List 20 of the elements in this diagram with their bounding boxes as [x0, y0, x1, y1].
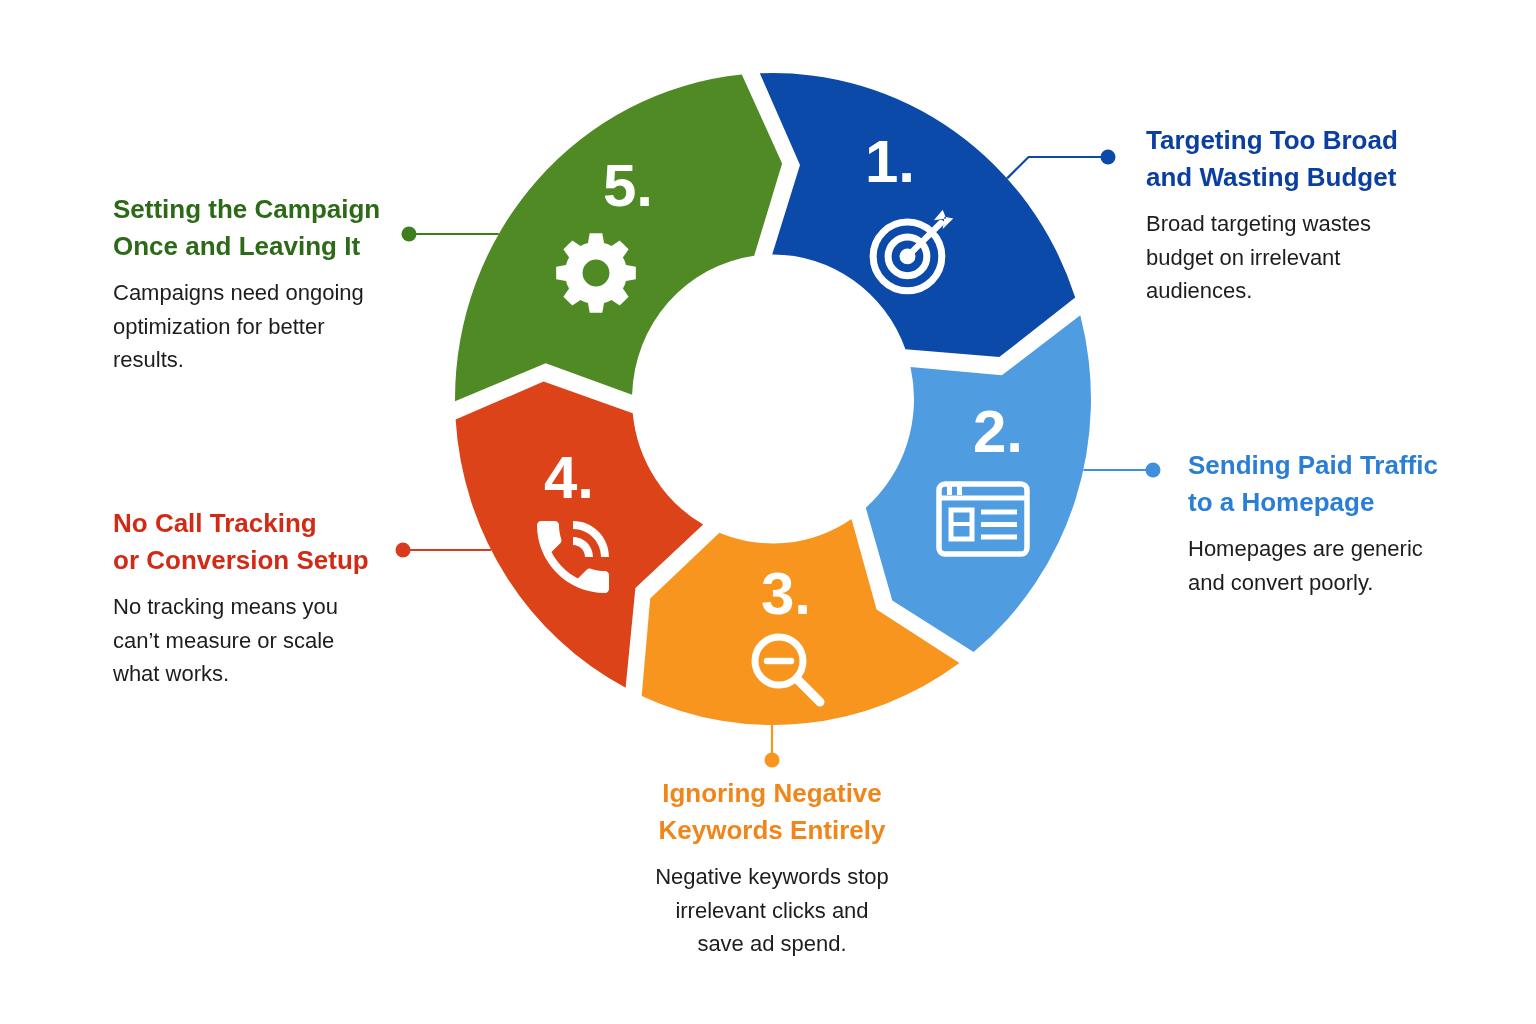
step-number: 3.	[761, 564, 811, 624]
callout-title: Targeting Too Broad and Wasting Budget	[1146, 124, 1398, 194]
leader-line	[401, 226, 499, 242]
step-number: 5.	[603, 156, 653, 216]
callout-text: No tracking means you can’t measure or scale what works.	[113, 593, 338, 688]
step-number: 2.	[973, 402, 1023, 462]
leader-line	[395, 542, 492, 558]
callout-title: Sending Paid Traffic to a Homepage	[1188, 449, 1438, 519]
leader-line	[1006, 149, 1116, 180]
step-number: 4.	[544, 448, 594, 508]
callout-text: Campaigns need ongoing optimization for better results.	[113, 279, 364, 374]
callout-title: Ignoring Negative Keywords Entirely	[658, 777, 886, 847]
callout-title: No Call Tracking or Conversion Setup	[113, 507, 369, 577]
leader-line	[764, 724, 780, 768]
leader-line	[1083, 462, 1161, 478]
callout-text: Homepages are generic and convert poorly.	[1188, 535, 1423, 597]
callout-title: Setting the Campaign Once and Leaving It	[113, 193, 381, 263]
callout-text: Broad targeting wastes budget on irrelevant audiences.	[1146, 210, 1372, 305]
callout-text: Negative keywords stop irrelevant clicks and save ad spend.	[655, 863, 889, 958]
step-number: 1.	[865, 132, 915, 192]
